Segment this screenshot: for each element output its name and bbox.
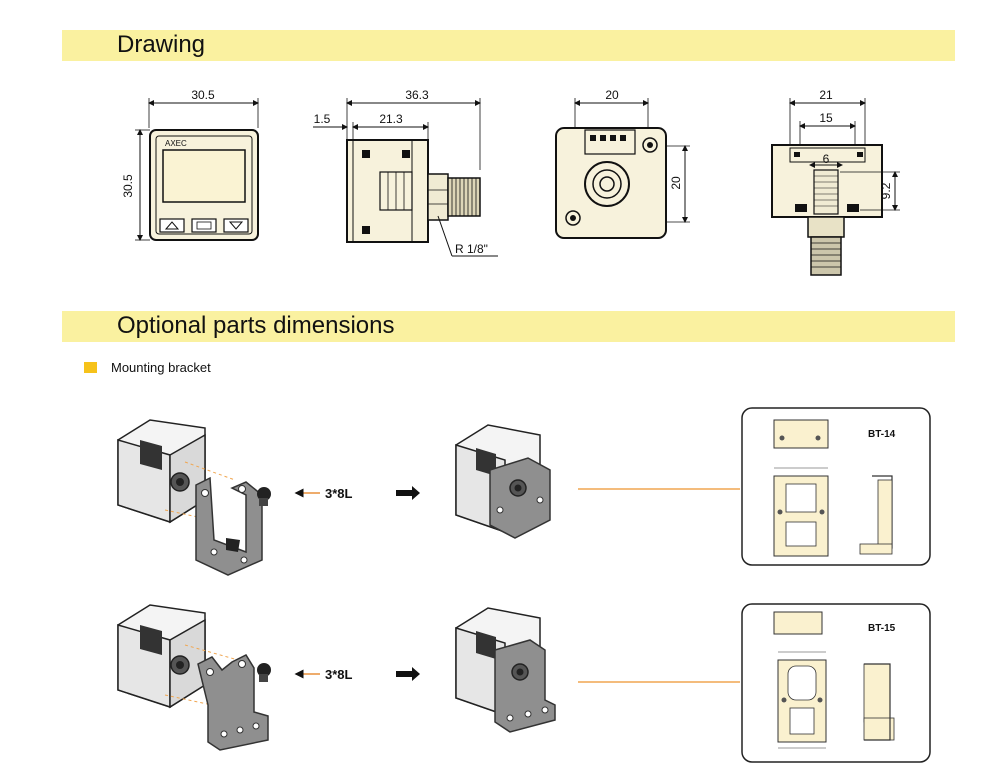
dim-total-length: 36.3 [405, 88, 429, 102]
screw-icon-1 [257, 487, 271, 506]
up-arrow-icon [164, 221, 180, 230]
screw-label-2: 3*8L [325, 667, 353, 682]
back-body [555, 127, 667, 239]
dim-slot-width: 6 [823, 152, 830, 166]
brand-label: AXEC [165, 139, 187, 148]
dim-body-length: 21.3 [379, 112, 403, 126]
connector [584, 129, 636, 155]
dim-offset: 1.5 [314, 112, 331, 126]
bt15-model-label: BT-15 [868, 623, 896, 634]
bracket-row-1: 3*8L BT-14 [117, 407, 931, 576]
screw-icon-2 [257, 663, 271, 682]
section-band-optional-parts: Optional parts dimensions [62, 311, 955, 342]
bt14-spec-card: BT-14 [741, 407, 931, 566]
bracket-row-2: 3*8L BT-15 [117, 603, 931, 763]
sensor-assembled-1 [455, 424, 551, 539]
dim-back-width: 20 [605, 88, 619, 102]
bottom-view: 21 15 6 9.2 [771, 88, 900, 276]
dim-depth: 9.2 [879, 182, 893, 199]
back-view: 20 20 [555, 88, 690, 239]
down-button [223, 218, 249, 233]
thread-spec: R 1/8" [455, 242, 488, 256]
bottom-nut [807, 216, 845, 238]
down-arrow-icon [228, 221, 244, 230]
arrow-right-icon-2 [396, 667, 420, 681]
dim-front-height: 30.5 [121, 174, 135, 198]
bracket-bt14-part [195, 476, 263, 576]
dim-back-height: 20 [669, 176, 683, 190]
dim-inner-width: 15 [819, 111, 833, 125]
section-band-drawing: Drawing [62, 30, 955, 61]
front-view: 30.5 30.5 AXEC [121, 88, 259, 241]
hex-nut [427, 173, 449, 221]
bt15-spec-card: BT-15 [741, 603, 931, 763]
legend-swatch [84, 362, 97, 373]
section-title-drawing: Drawing [117, 31, 206, 58]
bt14-model-label: BT-14 [868, 429, 896, 440]
up-button [159, 218, 185, 233]
sensor-exploded-2 [117, 604, 239, 709]
screw-label-1: 3*8L [325, 486, 353, 501]
sensor-assembled-2 [455, 607, 556, 733]
bracket-bt15-part [197, 654, 269, 751]
side-view: 36.3 1.5 21.3 R 1/8" [313, 88, 498, 257]
legend-label: Mounting bracket [111, 360, 211, 375]
set-button [191, 218, 217, 233]
display-window [162, 149, 246, 203]
section-title-optional-parts: Optional parts dimensions [117, 312, 395, 339]
pressure-port [584, 161, 630, 207]
dim-outer-width: 21 [819, 88, 833, 102]
arrow-right-icon [396, 486, 420, 500]
sensor-exploded-1 [117, 419, 236, 524]
dim-front-width: 30.5 [191, 88, 215, 102]
